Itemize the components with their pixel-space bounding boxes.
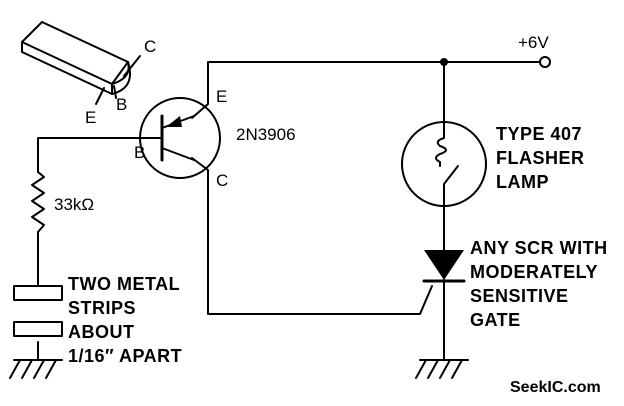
sensor-label-line-3: ABOUT xyxy=(68,322,135,342)
supply-terminal: +6V xyxy=(518,33,551,68)
sensor-label-line-2: STRIPS xyxy=(68,298,136,318)
lamp-label-line-2: FLASHER xyxy=(496,148,585,168)
scr-symbol: ANY SCR WITH MODERATELY SENSITIVE GATE xyxy=(422,238,608,330)
package-pin-b-label: B xyxy=(116,95,127,114)
metal-strip-bottom xyxy=(13,321,63,337)
emitter-arrow-icon xyxy=(166,116,182,127)
supply-label: +6V xyxy=(518,33,549,52)
scr-label-line-1: ANY SCR WITH xyxy=(470,238,608,258)
package-pin-e-label: E xyxy=(85,108,96,127)
resistor-symbol: 33kΩ xyxy=(31,171,94,233)
scr-triangle-icon xyxy=(424,250,464,280)
metal-strips-sensor: TWO METAL STRIPS ABOUT 1/16″ APART xyxy=(13,274,182,366)
sensor-label-line-4: 1/16″ APART xyxy=(68,346,182,366)
metal-strip-top xyxy=(13,285,63,301)
ground-symbol-right xyxy=(415,359,469,379)
transistor-part-label: 2N3906 xyxy=(236,125,296,144)
wiring xyxy=(37,58,541,361)
transistor-base-label: B xyxy=(134,143,145,162)
flasher-lamp-symbol: TYPE 407 FLASHER LAMP xyxy=(401,121,585,207)
scr-label-line-3: SENSITIVE xyxy=(470,286,569,306)
ground-symbol-left xyxy=(9,359,63,379)
scr-label-line-4: GATE xyxy=(470,310,521,330)
scr-label-line-2: MODERATELY xyxy=(470,262,598,282)
resistor-value-label: 33kΩ xyxy=(54,195,94,214)
lamp-label-line-3: LAMP xyxy=(496,172,549,192)
watermark: SeekIC.com xyxy=(510,379,601,396)
transistor-collector-label: C xyxy=(216,171,228,190)
lamp-label-line-1: TYPE 407 xyxy=(496,124,582,144)
transistor-emitter-label: E xyxy=(216,87,227,106)
transistor-package-sketch: C B E xyxy=(21,21,156,127)
package-pin-c-label: C xyxy=(144,37,156,56)
sensor-label-line-1: TWO METAL xyxy=(68,274,180,294)
transistor-symbol: E B C 2N3906 xyxy=(134,87,296,190)
